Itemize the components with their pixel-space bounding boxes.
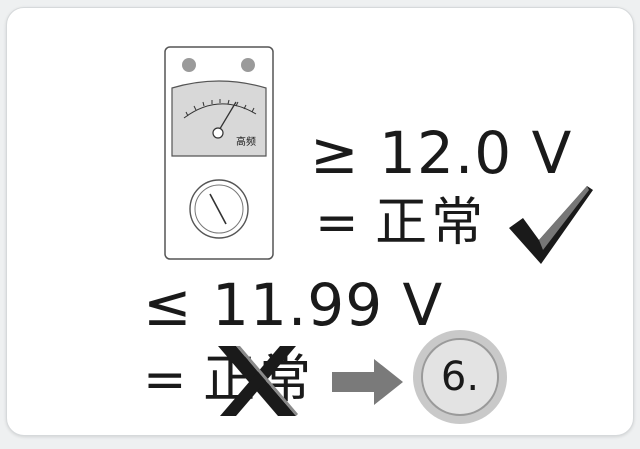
next-step-number: 6. bbox=[421, 338, 499, 416]
greater-equal-symbol: ≥ bbox=[310, 119, 360, 187]
high-voltage-result: = 正常 bbox=[315, 188, 487, 258]
low-equals-sign: = bbox=[143, 350, 187, 410]
next-step-badge: 6. bbox=[413, 330, 507, 424]
high-equals-sign: = bbox=[315, 193, 359, 253]
meter-pivot bbox=[212, 127, 224, 139]
meter-label: 高频 bbox=[236, 135, 256, 148]
meter-needle bbox=[217, 101, 237, 133]
low-voltage-value: 11.99 V bbox=[212, 271, 444, 339]
meter-terminal-left bbox=[182, 58, 196, 72]
high-voltage-condition: ≥ 12.0 V bbox=[310, 118, 572, 188]
check-icon bbox=[509, 186, 593, 264]
meter-dial-inner bbox=[194, 184, 244, 234]
meter-scale-ticks bbox=[185, 99, 255, 117]
meter-scale-arc bbox=[183, 103, 257, 119]
instruction-card bbox=[6, 7, 634, 436]
meter-face bbox=[171, 80, 267, 157]
high-result-label: 正常 bbox=[375, 193, 488, 253]
less-equal-symbol: ≤ bbox=[143, 271, 193, 339]
voltmeter-illustration: 高频 bbox=[164, 46, 274, 260]
arrow-right-icon bbox=[332, 359, 403, 405]
cross-icon bbox=[218, 346, 298, 416]
low-voltage-condition: ≤ 11.99 V bbox=[143, 270, 443, 340]
meter-dial-pointer bbox=[209, 193, 227, 225]
meter-terminal-right bbox=[241, 58, 255, 72]
high-voltage-value: 12.0 V bbox=[379, 119, 573, 187]
